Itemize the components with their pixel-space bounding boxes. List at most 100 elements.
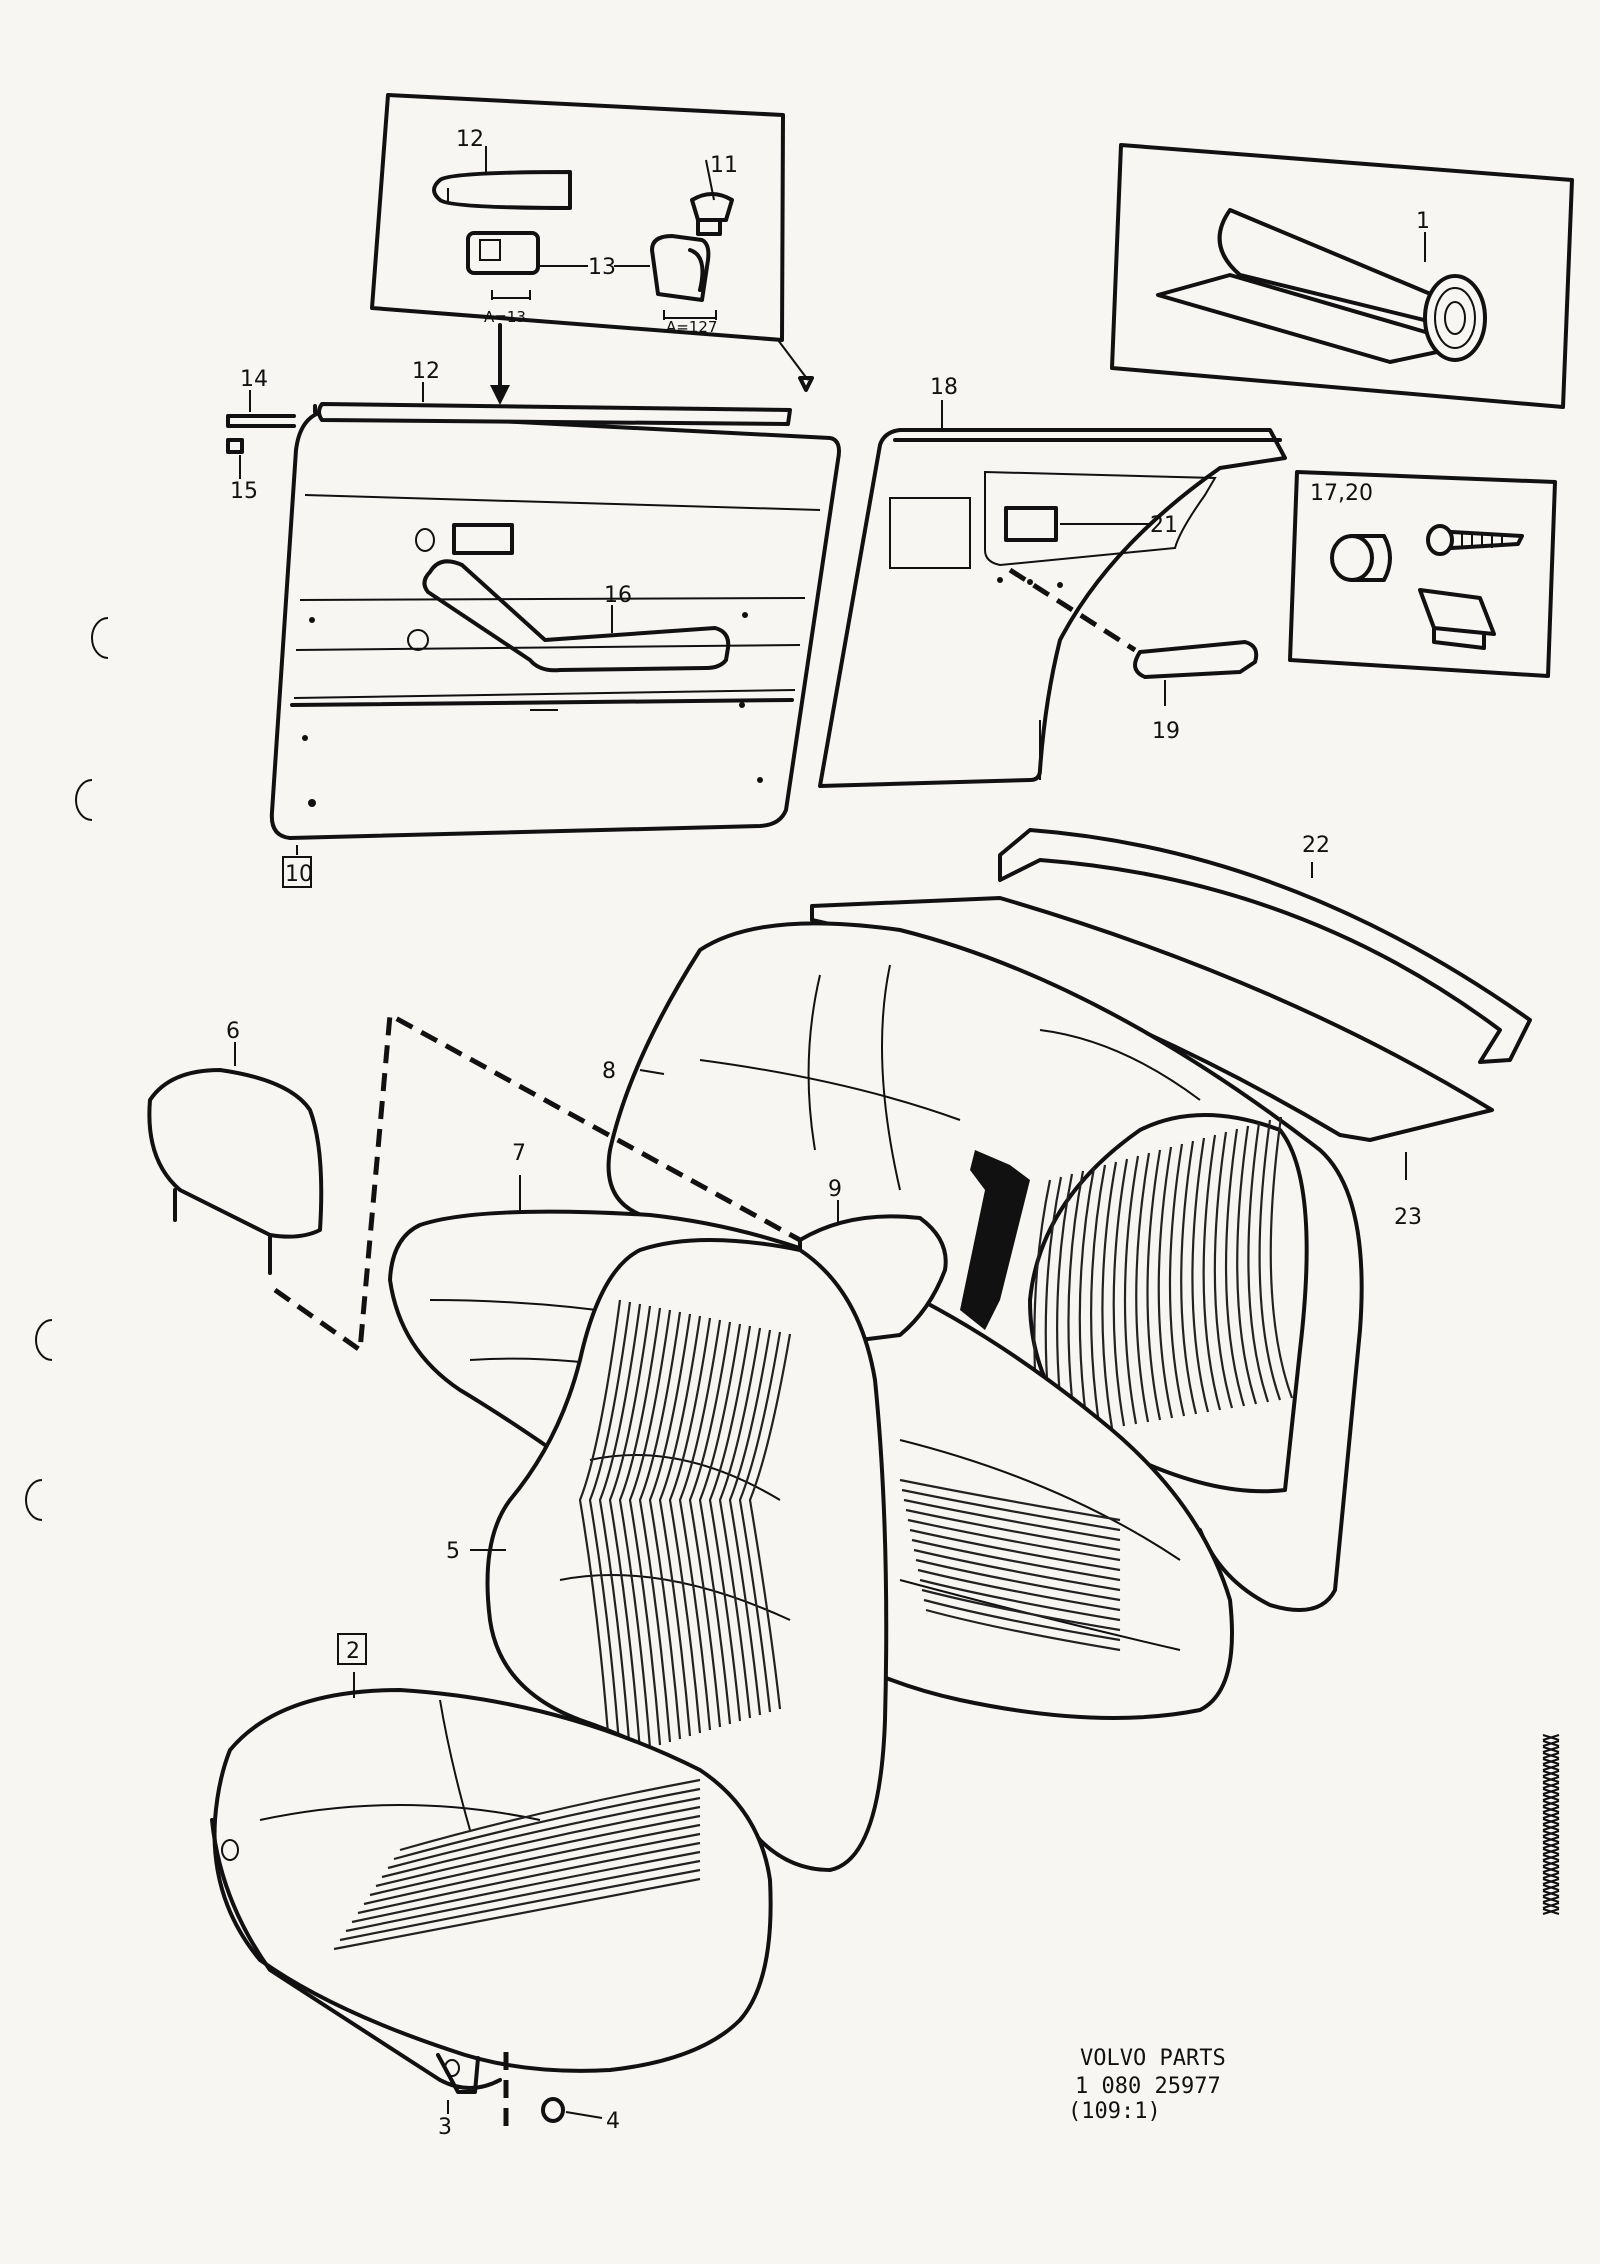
assembly-dashed-line	[273, 1010, 802, 1355]
stripe-line	[913, 1548, 1121, 1592]
stripe-line	[738, 1331, 782, 1713]
insulation-roll-part-1	[1156, 208, 1487, 364]
hatch-line	[1542, 1908, 1560, 1915]
callout-10-box	[282, 856, 312, 888]
plug-fastener-icon	[1330, 534, 1392, 582]
stripe-line	[688, 1321, 732, 1728]
fastener-inset-box: 17,20	[1288, 470, 1557, 678]
stripe-line	[1078, 1167, 1096, 1433]
hatch-line	[1542, 1800, 1560, 1807]
stripe-line	[1258, 1119, 1282, 1401]
hatch-line	[1542, 1872, 1560, 1879]
hatch-line	[1542, 1806, 1560, 1813]
stripe-line	[1180, 1140, 1198, 1415]
stripe-line	[698, 1323, 742, 1725]
parcel-shelf-cover-part-22	[998, 828, 1532, 1064]
edge-hatch-mark	[1542, 1734, 1560, 1915]
front-backrest-stripes	[578, 1299, 792, 1761]
trim-strip-part-12	[432, 170, 572, 210]
stripe-line	[638, 1311, 682, 1743]
stripe-line	[618, 1307, 662, 1749]
stripe-line	[1202, 1134, 1222, 1411]
callout-2: 2	[346, 1639, 360, 1664]
stripe-line	[1191, 1137, 1210, 1413]
callout-23: 23	[1394, 1205, 1422, 1230]
stripe-line	[357, 1841, 701, 1915]
seat-bracket-part-3	[436, 2053, 480, 2094]
stripe-line	[1168, 1143, 1186, 1417]
callout-10: 10	[285, 862, 313, 887]
hatch-line	[1542, 1902, 1560, 1909]
stripe-line	[1157, 1146, 1174, 1419]
stripe-line	[748, 1333, 792, 1710]
stripe-line	[393, 1787, 701, 1861]
label-a127: A=127	[666, 318, 717, 336]
moulding-part-14	[226, 414, 296, 428]
callout-12-inset: 12	[456, 127, 484, 152]
rear-door-trim-panel	[818, 428, 1287, 788]
clip-part-13-b	[650, 234, 717, 320]
stripe-line	[708, 1325, 752, 1722]
hatch-line	[1542, 1824, 1560, 1831]
stripe-line	[911, 1538, 1121, 1582]
callout-7: 7	[512, 1141, 526, 1166]
stripe-line	[375, 1814, 701, 1888]
hatch-line	[1542, 1890, 1560, 1897]
stripe-line	[903, 1498, 1121, 1542]
stripe-line	[899, 1478, 1121, 1522]
callout-15: 15	[230, 479, 258, 504]
hatch-line	[1542, 1836, 1560, 1843]
hatch-line	[1542, 1896, 1560, 1903]
stripe-line	[588, 1301, 632, 1758]
clip-part-11	[690, 192, 734, 236]
stripe-line	[339, 1868, 701, 1942]
footer-line-2: 1 080 25977	[1075, 2074, 1221, 2099]
hatch-line	[1542, 1746, 1560, 1753]
hatch-line	[1542, 1752, 1560, 1759]
stripe-line	[923, 1598, 1121, 1642]
hatch-line	[1542, 1860, 1560, 1867]
stripe-line	[1213, 1131, 1234, 1409]
hatch-line	[1542, 1884, 1560, 1891]
stripe-line	[608, 1305, 652, 1752]
callout-18: 18	[930, 375, 958, 400]
stripe-line	[333, 1877, 701, 1951]
callout-6: 6	[226, 1019, 240, 1044]
stripe-line	[915, 1558, 1121, 1602]
armrest-part-19	[1133, 640, 1259, 679]
stripe-line	[1112, 1158, 1129, 1427]
stripe-line	[909, 1528, 1121, 1572]
roll-inset-box: 1	[1110, 143, 1574, 409]
stripe-line	[1146, 1149, 1162, 1421]
hatch-line	[1542, 1740, 1560, 1747]
callout-13: 13	[588, 255, 616, 280]
hatch-line	[1542, 1818, 1560, 1825]
stripe-line	[598, 1303, 642, 1755]
stripe-line	[628, 1309, 672, 1746]
front-door-trim-panel	[269, 410, 841, 840]
stripe-line	[345, 1859, 701, 1933]
callout-1: 1	[1416, 209, 1430, 234]
hatch-line	[1542, 1758, 1560, 1765]
stripe-line	[901, 1488, 1121, 1532]
callout-11: 11	[710, 153, 738, 178]
hatch-line	[1542, 1794, 1560, 1801]
stripe-line	[1123, 1155, 1140, 1425]
callout-9: 9	[828, 1177, 842, 1202]
stripe-line	[1135, 1152, 1151, 1423]
hatch-line	[1542, 1842, 1560, 1849]
door-trim-strip-part-12	[313, 402, 792, 426]
stripe-line	[658, 1315, 702, 1737]
clip-part-15	[226, 438, 244, 454]
binder-holes	[25, 617, 109, 1521]
stripe-line	[905, 1508, 1121, 1552]
stripe-line	[1269, 1116, 1294, 1399]
hatch-line	[1542, 1788, 1560, 1795]
stripe-line	[1236, 1125, 1258, 1405]
hatch-line	[1542, 1866, 1560, 1873]
clip-fastener-icon	[1418, 588, 1496, 650]
hatch-line	[1542, 1854, 1560, 1861]
rear-cushion-stripes	[899, 1478, 1121, 1652]
hatch-line	[1542, 1848, 1560, 1855]
